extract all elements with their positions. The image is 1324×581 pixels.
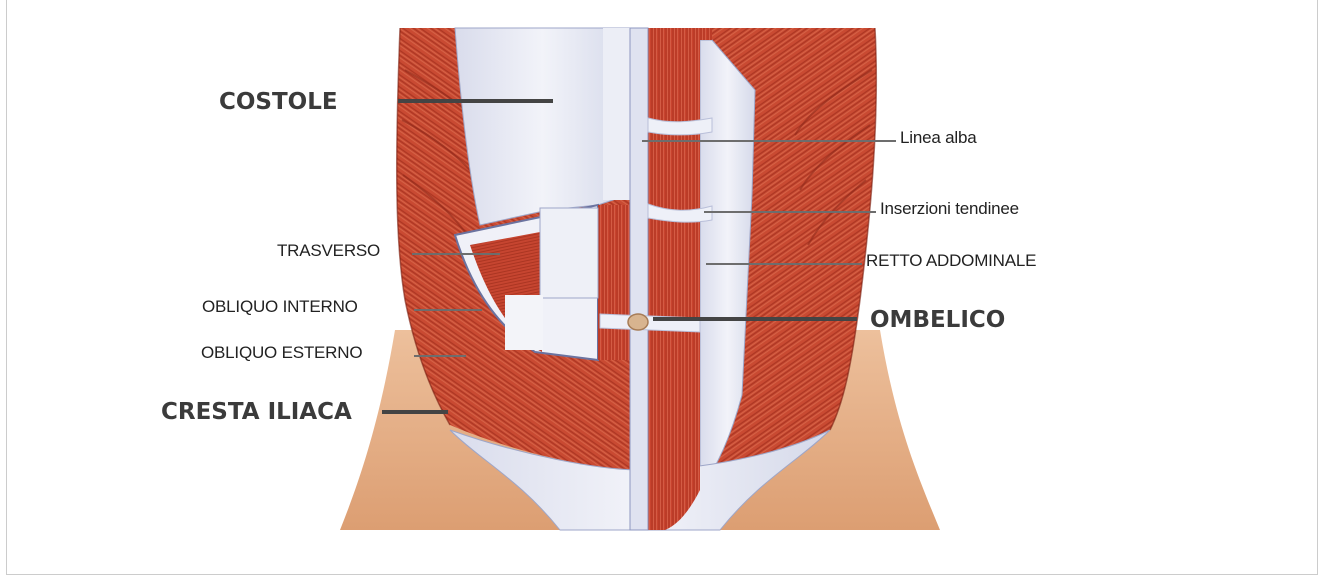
label-ombelico: OMBELICO: [870, 307, 1005, 333]
label-linea-alba: Linea alba: [900, 128, 976, 148]
label-inserzioni-tendinee: Inserzioni tendinee: [880, 199, 1019, 219]
label-obliquo-esterno: OBLIQUO ESTERNO: [201, 343, 362, 363]
exposed-rectus-left: [598, 205, 630, 360]
posterior-sheath: [540, 208, 598, 298]
linea-alba: [630, 28, 648, 530]
label-obliquo-interno: OBLIQUO INTERNO: [202, 297, 358, 317]
label-trasverso: TRASVERSO: [277, 241, 380, 261]
navel: [628, 314, 648, 330]
rectus-abdominis-left-upper: [603, 28, 630, 200]
label-cresta-iliaca: CRESTA ILIACA: [161, 399, 352, 425]
label-costole: COSTOLE: [219, 89, 338, 115]
posterior-sheath-lower: [505, 295, 543, 350]
label-retto-addominale: RETTO ADDOMINALE: [866, 251, 1036, 271]
